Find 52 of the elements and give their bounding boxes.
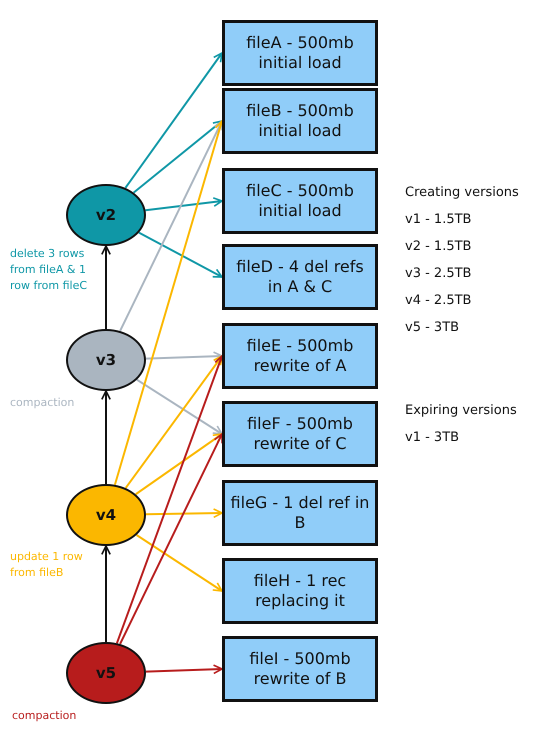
arrow xyxy=(124,355,223,489)
section-heading: Creating versions xyxy=(405,185,519,200)
arrow xyxy=(138,232,223,278)
version-size-entry: v5 - 3TB xyxy=(405,320,460,335)
annotation-note: compaction xyxy=(10,395,76,411)
annotation-note: update 1 row from fileB xyxy=(10,549,84,581)
arrow xyxy=(101,245,111,329)
arrow xyxy=(146,351,223,362)
version-label: v5 xyxy=(96,664,116,682)
file-box xyxy=(222,168,378,234)
file-description: fileG - 1 del ref in B xyxy=(230,493,370,533)
arrow xyxy=(146,664,223,674)
file-description: fileI - 500mb rewrite of B xyxy=(248,649,352,689)
file-box xyxy=(222,636,378,702)
version-label: v3 xyxy=(96,351,116,369)
version-size-entry: v4 - 2.5TB xyxy=(405,293,472,308)
arrow xyxy=(124,52,223,188)
arrow xyxy=(145,197,223,212)
arrow xyxy=(114,120,224,486)
arrow xyxy=(136,378,223,435)
annotation-note: compaction xyxy=(12,708,78,724)
version-size-entry: v2 - 1.5TB xyxy=(405,239,472,254)
arrow xyxy=(101,390,111,484)
file-box xyxy=(222,20,378,86)
arrow xyxy=(116,355,224,644)
file-description: fileE - 500mb rewrite of A xyxy=(246,336,354,376)
file-description: fileD - 4 del refs in A & C xyxy=(235,257,365,297)
arrow xyxy=(133,120,223,194)
section-heading: Expiring versions xyxy=(405,403,517,418)
file-box xyxy=(222,244,378,310)
file-description: fileF - 500mb rewrite of C xyxy=(246,414,354,454)
version-label: v2 xyxy=(96,206,116,224)
file-box xyxy=(222,323,378,389)
file-description: fileA - 500mb initial load xyxy=(245,33,355,73)
file-box xyxy=(222,88,378,154)
file-box xyxy=(222,558,378,624)
file-description: fileH - 1 rec replacing it xyxy=(252,571,348,611)
version-size-entry: v3 - 2.5TB xyxy=(405,266,472,281)
file-box xyxy=(222,480,378,546)
file-description: fileB - 500mb initial load xyxy=(245,101,355,141)
arrow xyxy=(136,534,223,592)
arrow xyxy=(101,545,111,642)
arrow xyxy=(119,120,223,332)
file-box xyxy=(222,401,378,467)
version-size-entry: v1 - 1.5TB xyxy=(405,212,472,227)
arrow xyxy=(146,508,223,518)
version-size-entry: v1 - 3TB xyxy=(405,430,460,445)
arrow xyxy=(119,433,223,644)
file-description: fileC - 500mb initial load xyxy=(245,181,355,221)
annotation-note: delete 3 rows from fileA & 1 row from fileC xyxy=(10,246,88,294)
version-label: v4 xyxy=(96,506,116,524)
arrow xyxy=(135,433,223,496)
